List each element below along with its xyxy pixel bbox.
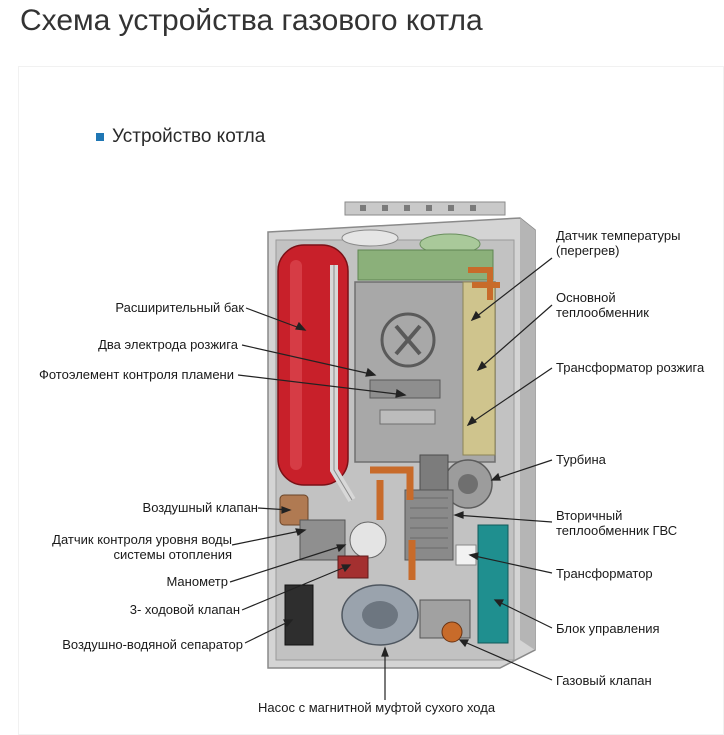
copper-pipes-middle: [370, 466, 416, 580]
label-turbine: Турбина: [556, 452, 606, 467]
label-manometer: Манометр: [166, 574, 228, 589]
label-expansion-tank: Расширительный бак: [115, 300, 244, 315]
label-pump: Насос с магнитной муфтой сухого хода: [258, 700, 496, 715]
pump: [341, 584, 419, 646]
flue-opening: [341, 229, 399, 247]
label-air-valve: Воздушный клапан: [142, 500, 258, 515]
label-three-way-valve: 3- ходовой клапан: [129, 602, 240, 617]
turbine: [443, 459, 493, 509]
label-ignition-electrodes: Два электрода розжига: [98, 337, 238, 352]
control-unit: [477, 524, 509, 644]
label-secondary-heat-exchanger: Вторичный теплообменник ГВС: [556, 508, 678, 538]
mounting-bracket: [344, 201, 506, 216]
page-title: Схема устройства газового котла: [20, 4, 483, 37]
green-panel: [357, 249, 494, 281]
label-temp-sensor: Датчик температуры (перегрев): [556, 228, 681, 258]
label-main-heat-exchanger: Основной теплообменник: [556, 290, 649, 320]
label-air-water-separator: Воздушно-водяной сепаратор: [62, 637, 243, 652]
diagram-heading: Устройство котла: [96, 126, 265, 148]
manometer: [349, 521, 387, 559]
label-gas-valve: Газовый клапан: [556, 673, 652, 688]
gas-valve: [419, 599, 471, 643]
copper-pipes-top: [468, 267, 500, 300]
label-ignition-transformer: Трансформатор розжига: [556, 360, 705, 375]
diagram-heading-text: Устройство котла: [112, 126, 266, 147]
label-transformer: Трансформатор: [556, 566, 653, 581]
air-valve: [279, 494, 309, 526]
heading-bullet: [96, 133, 104, 141]
label-flame-photocell: Фотоэлемент контроля пламени: [38, 367, 234, 382]
label-control-unit: Блок управления: [556, 621, 660, 636]
label-water-level-sensor: Датчик контроля уровня воды системы отоп…: [52, 532, 232, 562]
three-way-valve: [337, 555, 369, 579]
air-water-separator: [284, 584, 314, 646]
water-level-sensor: [299, 519, 346, 561]
leader-lines: [229, 307, 407, 644]
